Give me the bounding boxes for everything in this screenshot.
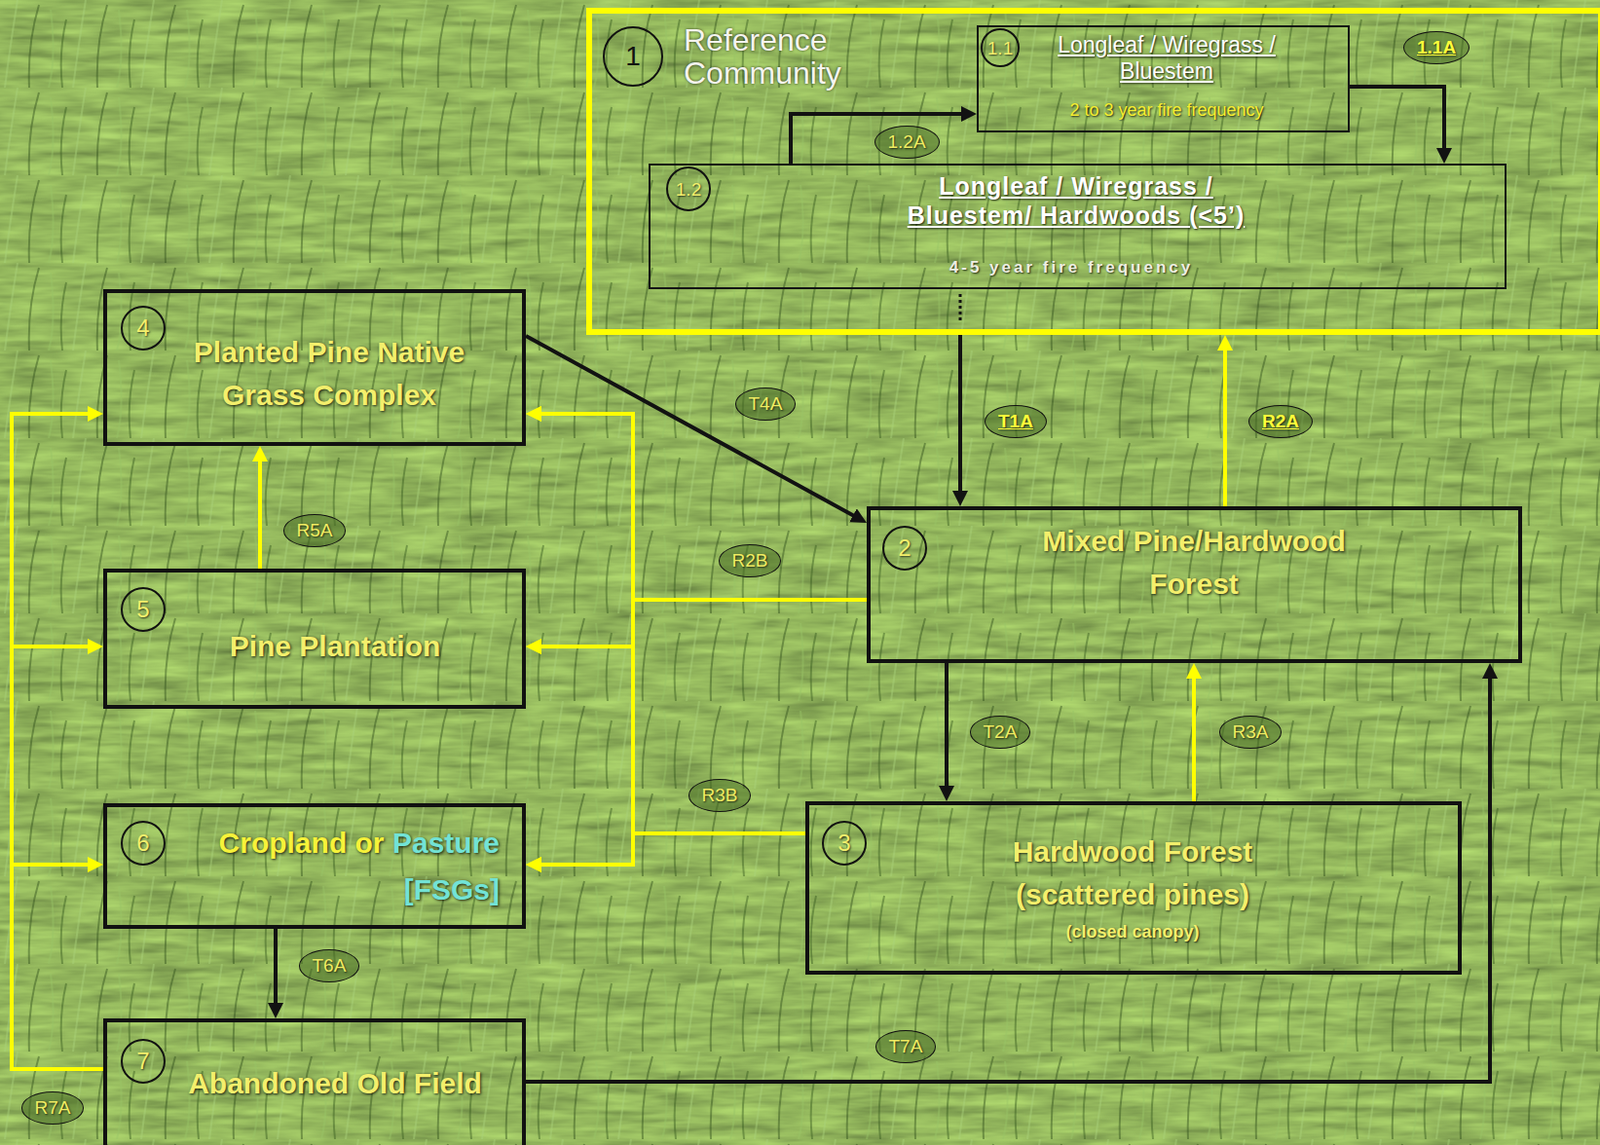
transition-arrow [258,457,262,569]
state-name: Cropland or [219,826,385,859]
transition-arrow [537,646,806,834]
fire-frequency: 2 to 3 year fire frequency [1001,99,1333,121]
transition-arrow [11,646,104,1070]
transition-arrow [944,663,949,790]
frame-heading: Reference Community [683,23,879,90]
state-number: 3 [821,820,867,866]
transition-code: T2A [969,715,1032,749]
state-name: Hardwood Forest (scattered pines) [991,830,1274,917]
state-box: Planted Pine Native Grass Complex4 [103,289,526,447]
state-name: Mixed Pine/Hardwood Forest [1018,520,1370,606]
transition-arrow [525,335,856,518]
state-number: 1 [602,26,664,87]
fire-frequency: 4-5 year fire frequency [827,257,1315,279]
transition-arrow [537,413,867,600]
transition-arrow [537,599,867,865]
state-number-text: 3 [837,831,851,856]
state-number-text: 7 [136,1049,149,1074]
state-box: Abandoned Old Field7 [103,1018,526,1145]
state-number: 2 [882,525,928,571]
transition-arrow [1223,346,1228,507]
dotted-line [959,294,963,324]
transition-arrow [11,864,104,1070]
state-number: 7 [120,1039,166,1084]
transition-arrow [1349,86,1445,152]
state-name: Abandoned Old Field [149,1062,521,1106]
transition-code: T1A [984,405,1047,439]
state-name: Planted Pine Native Grass Complex [153,331,505,417]
state-number-text: 4 [136,316,149,340]
transition-arrow [537,833,806,865]
transition-code: R5A [283,514,347,548]
transition-code: 1.2A [874,125,940,159]
state-number-text: 5 [136,597,149,622]
transition-arrow [1191,674,1196,802]
state-number-text: 1 [625,42,641,71]
phase-name: Longleaf / Wiregrass / Bluestem/ Hardwoo… [876,171,1276,230]
state-box: Pine Plantation 5 [103,568,526,709]
state-number-text: 6 [136,831,149,856]
state-number-text: 1.2 [675,180,702,199]
transition-arrow [537,599,867,647]
transition-arrow [958,334,963,495]
transition-code: R3B [688,779,752,813]
community-phase-box: Longleaf / Wiregrass / Bluestem 2 to 3 ye… [976,25,1350,133]
state-note: (closed canopy) [986,921,1279,943]
state-box: Mixed Pine/Hardwood Forest 2 [866,506,1523,664]
phase-name: Longleaf / Wiregrass / Bluestem [1020,32,1313,85]
transition-arrow [537,413,806,834]
transition-code: T4A [735,387,797,421]
transition-arrow [273,929,278,1007]
state-name: Pine Plantation [169,625,501,669]
state-number: 4 [120,305,166,351]
state-number: 5 [120,587,166,633]
state-number-text: 2 [897,536,911,560]
state-number-text: 1.1 [987,38,1013,58]
transition-code: R2A [1248,405,1313,439]
transition-arrow [525,674,1490,1082]
transition-code: R2B [718,544,782,578]
transition-arrow [790,113,966,164]
text-group: Cropland orPasture [FSGs] [178,819,500,914]
state-box: Cropland orPasture [FSGs] 6 [103,803,526,930]
state-box: Hardwood Forest (scattered pines) (closed… [805,801,1462,975]
transition-code: R3A [1219,715,1283,749]
transition-code: T6A [298,949,361,983]
transition-code: R7A [21,1091,85,1125]
transition-code: T7A [875,1030,937,1064]
transition-code: 1.1A [1403,31,1470,65]
community-phase-box: Longleaf / Wiregrass / Bluestem/ Hardwoo… [648,163,1507,290]
state-name: Pasture [FSGs] [392,826,500,906]
phase-number: 1.2 [666,166,711,212]
transition-arrow [11,413,104,1070]
state-number: 6 [120,820,166,866]
phase-number: 1.1 [980,28,1020,68]
